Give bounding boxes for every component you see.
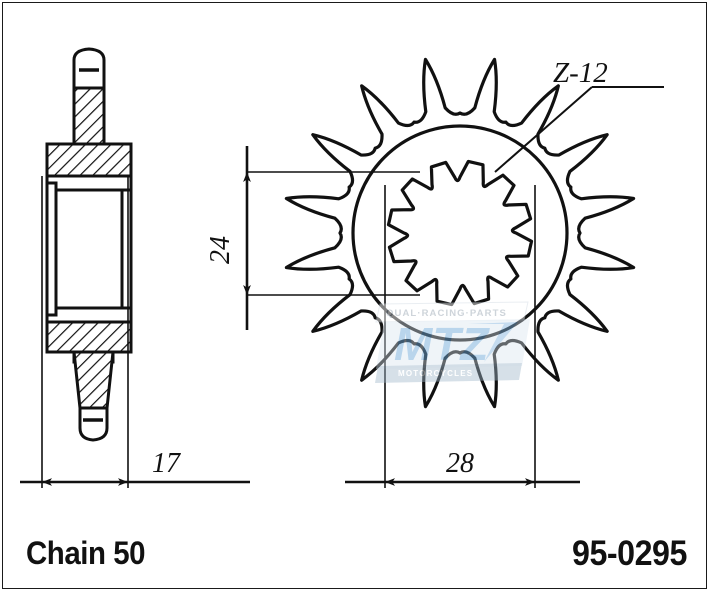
sprocket-hub-circle — [351, 124, 569, 342]
section-lower-inner-step — [45, 306, 133, 324]
leader-line-z12 — [494, 86, 593, 173]
drawing-area: 17 24 — [20, 47, 664, 488]
dimension-label-17: 17 — [152, 448, 181, 479]
front-face-view — [284, 57, 636, 488]
dimension-label-24: 24 — [205, 236, 236, 264]
callout-label-z12: Z-12 — [553, 57, 608, 89]
part-number-label: 95-0295 — [572, 533, 687, 573]
chain-size-label: Chain 50 — [26, 535, 146, 571]
section-upper-inner-step — [45, 174, 133, 192]
footer-bar: Chain 50 95-0295 — [0, 520, 711, 593]
section-lower-tooth-cap — [78, 406, 109, 442]
technical-drawing-svg: 17 24 — [20, 47, 664, 488]
cross-section-side-view — [41, 47, 133, 488]
section-upper-flange — [45, 142, 133, 178]
dimension-28: 28 — [345, 448, 580, 486]
section-hub-bore — [54, 188, 124, 310]
callout-z12: Z-12 — [494, 57, 664, 173]
section-upper-tooth-shank — [72, 86, 106, 146]
dimension-label-28: 28 — [446, 448, 474, 479]
section-lower-tooth-shank — [72, 350, 115, 410]
dimension-24: 24 — [205, 146, 420, 330]
inner-spline-bore — [386, 159, 534, 307]
dimension-17: 17 — [20, 448, 250, 486]
